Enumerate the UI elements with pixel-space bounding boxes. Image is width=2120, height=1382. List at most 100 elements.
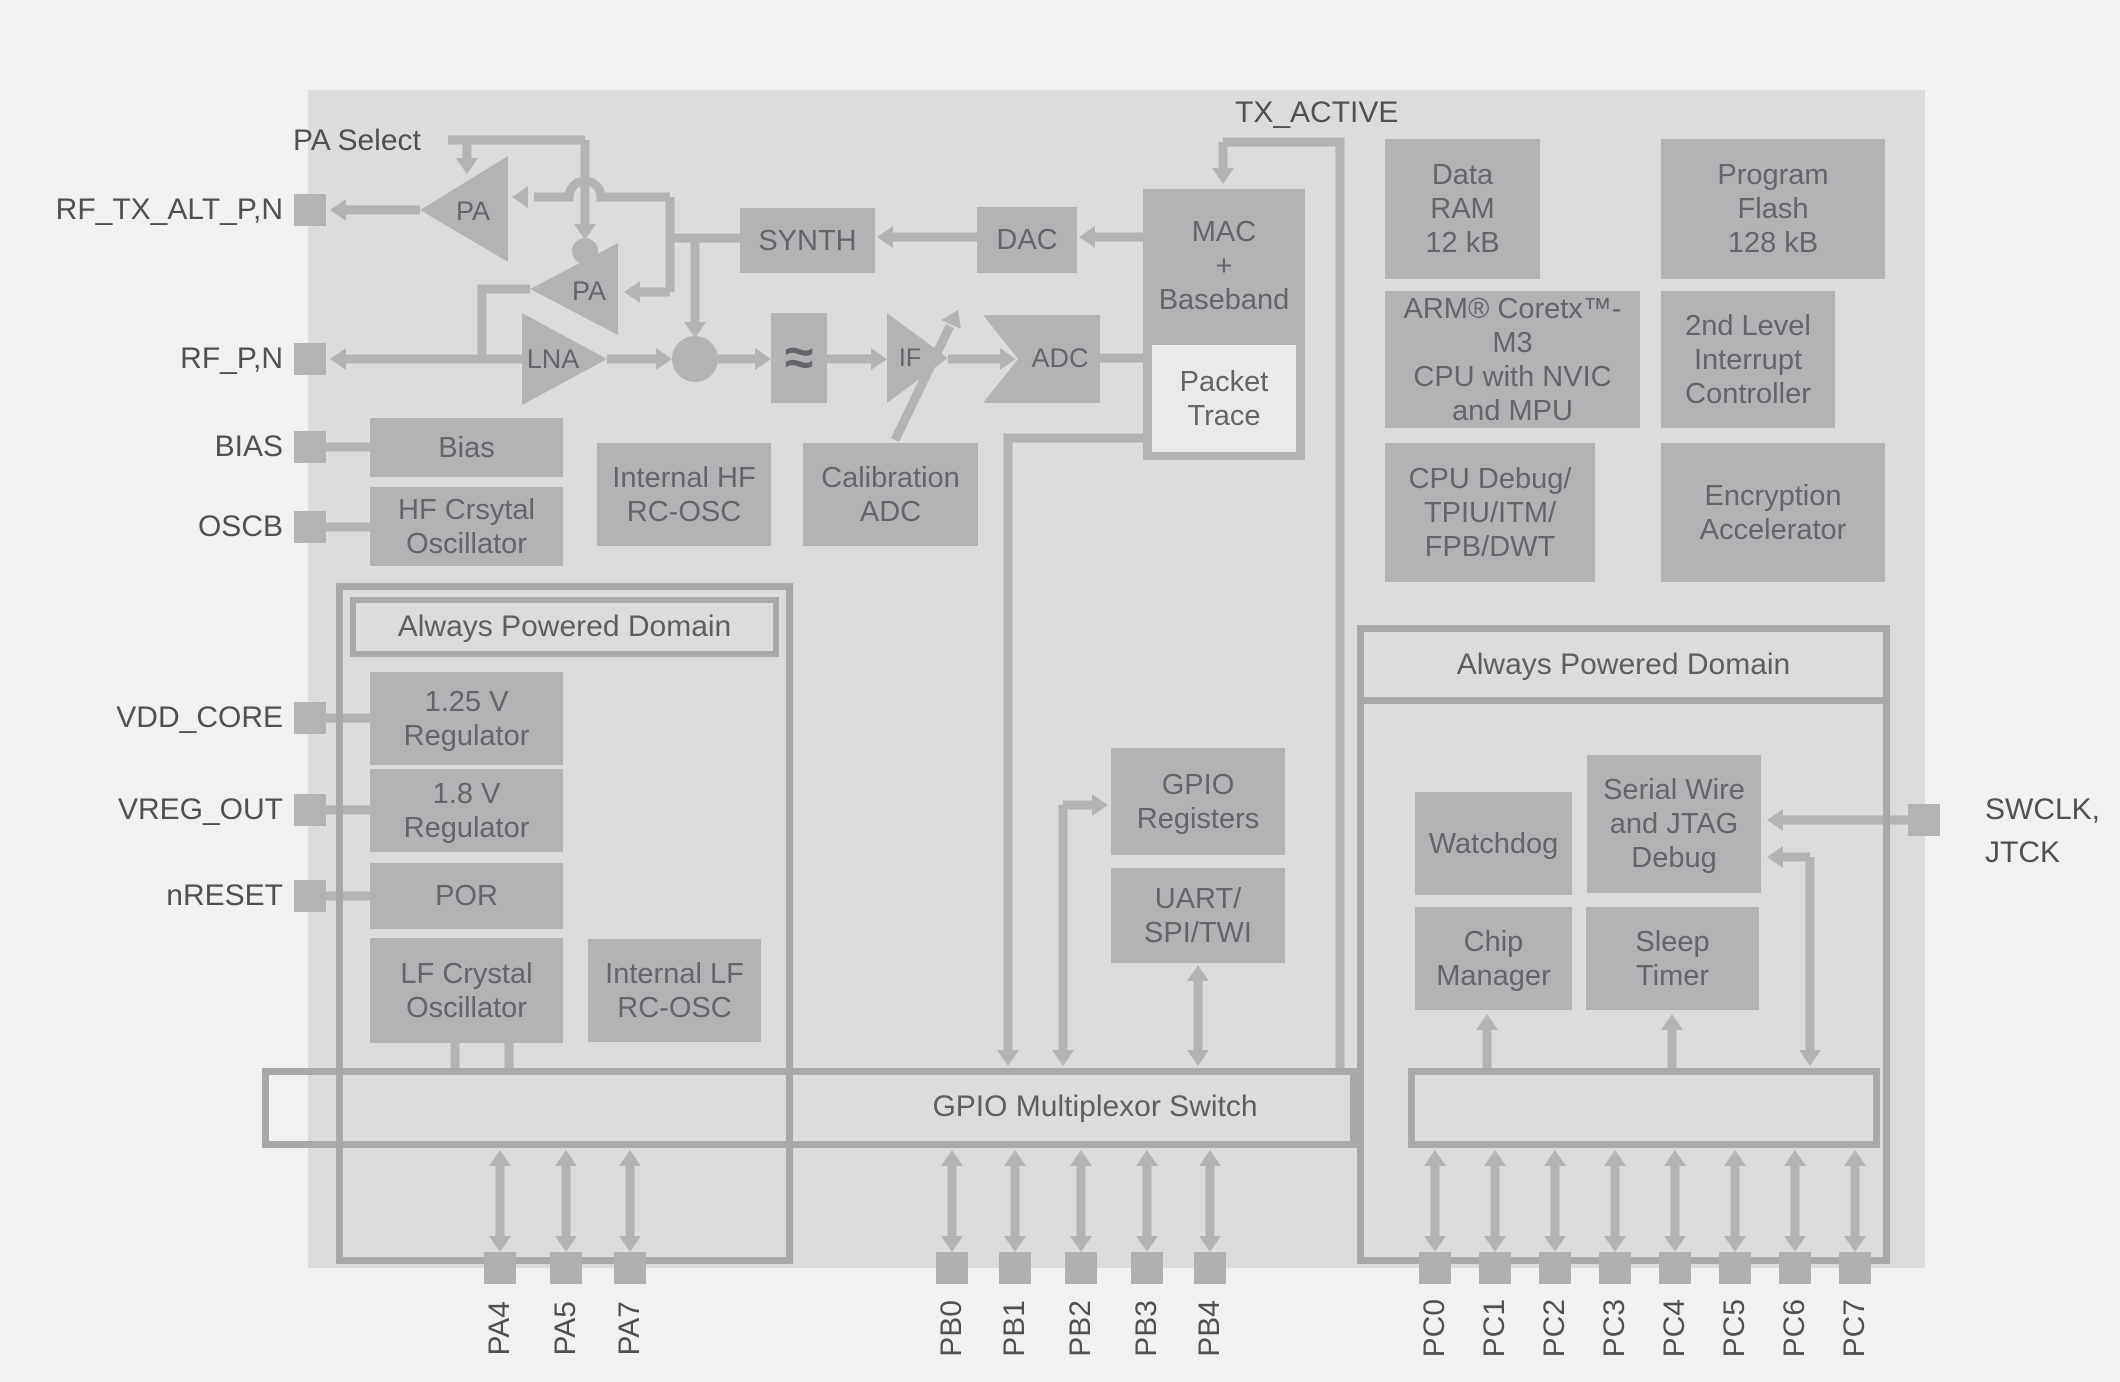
pa2-bubble-icon [572,238,598,264]
if-label: IF [898,343,922,372]
calibration-adc-block: Calibration ADC [803,443,978,546]
if-amplifier-triangle [887,313,948,403]
port-label-bias: BIAS [214,430,283,463]
cpu-debug-block: CPU Debug/ TPIU/ITM/ FPB/DWT [1385,443,1595,582]
pin-arrow-down-icon [1544,1236,1566,1252]
pin-label-text: PB1 [998,1299,1031,1357]
tx-active-label: TX_ACTIVE [1235,96,1399,129]
data-ram-line-3: 12 kB [1425,227,1500,259]
right-domain-header: Always Powered Domain [1364,632,1883,697]
pin-arrow-down-icon [619,1236,641,1252]
pin-arrow-up-icon [1199,1150,1221,1166]
connector-lines [326,135,1908,1068]
interrupt-line-1: 2nd Level [1685,309,1811,342]
sleep-timer-block: Sleep Timer [1586,907,1759,1010]
chip-manager-line-1: Chip [1463,925,1524,958]
por-block: POR [370,863,563,929]
reg125-line-1: 1.25 V [424,685,509,718]
chip-manager-line-2: Manager [1436,959,1551,992]
cpu-debug-line-3: FPB/DWT [1424,530,1556,563]
tx-active-route [1223,137,1345,1068]
lf-crystal-block: LF Crystal Oscillator [370,938,563,1043]
pin-pb2 [1065,1252,1097,1284]
pin-arrow-down-icon [1784,1236,1806,1252]
port-label-swclk: SWCLK, [1985,793,2101,826]
filter-block: ≈ [771,313,827,403]
lna-amplifier-triangle [522,313,607,405]
gpio-registers-line-1: GPIO [1161,768,1235,801]
pin-arrow-down-icon [941,1236,963,1252]
encryption-line-1: Encryption [1704,479,1842,512]
pin-pc2 [1539,1252,1571,1284]
bias-block: Bias [370,418,563,477]
pin-arrow-down-icon [1424,1236,1446,1252]
pin-arrow-down-icon [1070,1236,1092,1252]
pin-pc7 [1839,1252,1871,1284]
swclk-pad [1908,804,1940,836]
left-domain-header: Always Powered Domain [350,597,779,657]
pin-arrow-down-icon [1004,1236,1026,1252]
watchdog-label: Watchdog [1428,827,1559,860]
oscb-pad [294,511,326,543]
port-label-vdd-core: VDD_CORE [116,701,283,734]
hf-crystal-line-1: HF Crsytal [398,493,535,526]
arrow-down-mux-4-icon [1799,1050,1821,1066]
if-gain-line [890,324,955,442]
dac-block: DAC [977,207,1077,273]
pin-pc4 [1659,1252,1691,1284]
packet-trace-label-2: Trace [1187,399,1261,432]
bias-label: Bias [438,431,495,464]
por-label: POR [435,880,498,912]
watchdog-block: Watchdog [1415,792,1572,895]
arrow-up-uart-icon [1187,965,1209,981]
uart-line-1: UART/ [1154,882,1242,915]
pin-arrow-up-icon [1484,1150,1506,1166]
pin-label-pb1: PB1 [997,1296,1033,1360]
pin-label-pc4: PC4 [1657,1296,1693,1360]
pin-label-text: PC1 [1478,1298,1511,1358]
adc-label: ADC [1031,342,1089,373]
internal-lf-line-2: RC-OSC [617,991,732,1024]
arrow-left-rf-pn-icon [330,348,346,370]
pin-label-text: PC5 [1718,1298,1751,1358]
interrupt-line-2: Interrupt [1694,343,1802,376]
left-domain-title: Always Powered Domain [397,610,732,643]
pin-arrow-up-icon [489,1150,511,1166]
arrow-up-chip-manager-icon [1476,1014,1498,1030]
encryption-line-2: Accelerator [1699,513,1847,546]
pin-label-text: PA5 [549,1300,582,1356]
sleep-timer-line-2: Timer [1635,959,1710,992]
sleep-timer-line-1: Sleep [1635,925,1710,958]
internal-lf-rc-osc-block: Internal LF RC-OSC [588,939,761,1042]
pin-label-pc0: PC0 [1417,1296,1453,1360]
internal-lf-line-1: Internal LF [605,957,744,990]
hf-crystal-line-2: Oscillator [406,527,527,560]
arrow-right-if-icon [871,348,887,370]
arrow-right-mixer-icon [656,348,672,370]
arm-line-3: and MPU [1452,394,1573,427]
arrow-down-mux-1-icon [1052,1050,1074,1066]
pin-arrow-down-icon [489,1236,511,1252]
arrow-right-filter-icon [755,348,771,370]
pin-label-text: PB2 [1064,1299,1097,1357]
cpu-debug-line-1: CPU Debug/ [1408,462,1572,495]
program-flash-block: Program Flash 128 kB [1661,139,1885,279]
arrow-right-gpio-reg-icon [1092,794,1108,816]
mac-label-1: MAC [1191,216,1257,248]
pin-pc5 [1719,1252,1751,1284]
pin-pb3 [1131,1252,1163,1284]
pin-arrow-up-icon [1004,1150,1026,1166]
port-label-jtck: JTCK [1985,836,2060,869]
pin-label-text: PB4 [1193,1299,1226,1357]
reg18-line-1: 1.8 V [432,777,501,810]
chip-manager-block: Chip Manager [1415,907,1572,1010]
calibration-adc-line-1: Calibration [821,461,960,494]
rf-shapes [420,156,1100,405]
gpio-mux-label: GPIO Multiplexor Switch [932,1090,1258,1123]
pa-select-label: PA Select [293,124,421,157]
arrow-down-mixer-icon [684,322,706,338]
encryption-accelerator-block: Encryption Accelerator [1661,443,1885,582]
arm-line-1: ARM® Coretx™-M3 [1403,292,1622,359]
pin-label-text: PC0 [1418,1298,1451,1358]
